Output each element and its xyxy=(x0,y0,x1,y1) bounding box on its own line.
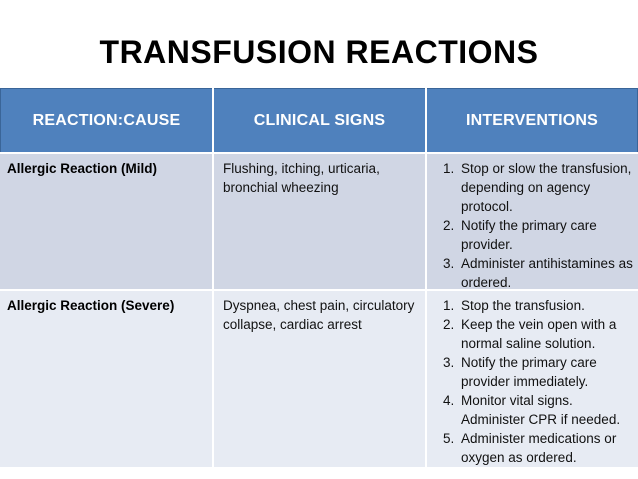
interventions-list-mild: Stop or slow the transfusion, depending … xyxy=(427,159,634,289)
table-row-2-clinical-signs: Dyspnea, chest pain, circulatory collaps… xyxy=(214,291,425,467)
intervention-item: Monitor vital signs. Administer CPR if n… xyxy=(458,391,634,429)
table-row-2-reaction: Allergic Reaction (Severe) xyxy=(0,291,212,467)
table-row-2-interventions: Stop the transfusion.Keep the vein open … xyxy=(427,291,638,467)
intervention-item: Stop the transfusion. xyxy=(458,296,634,315)
intervention-item: Notify the primary care provider immedia… xyxy=(458,353,634,391)
transfusion-reactions-table: REACTION:CAUSE CLINICAL SIGNS INTERVENTI… xyxy=(0,88,638,467)
intervention-item: Notify the primary care provider. xyxy=(458,216,634,254)
table-row-1-clinical-signs: Flushing, itching, urticaria, bronchial … xyxy=(214,154,425,289)
column-header-interventions: INTERVENTIONS xyxy=(427,88,638,152)
table-row-1-interventions: Stop or slow the transfusion, depending … xyxy=(427,154,638,289)
column-header-reaction-cause: REACTION:CAUSE xyxy=(0,88,212,152)
intervention-item: Keep the vein open with a normal saline … xyxy=(458,315,634,353)
table-row-1-reaction: Allergic Reaction (Mild) xyxy=(0,154,212,289)
page-title: TRANSFUSION REACTIONS xyxy=(99,34,539,70)
intervention-item: Administer medications or oxygen as orde… xyxy=(458,429,634,467)
column-header-clinical-signs: CLINICAL SIGNS xyxy=(214,88,425,152)
intervention-item: Administer antihistamines as ordered. xyxy=(458,254,634,289)
intervention-item: Stop or slow the transfusion, depending … xyxy=(458,159,634,216)
interventions-list-severe: Stop the transfusion.Keep the vein open … xyxy=(427,296,634,467)
